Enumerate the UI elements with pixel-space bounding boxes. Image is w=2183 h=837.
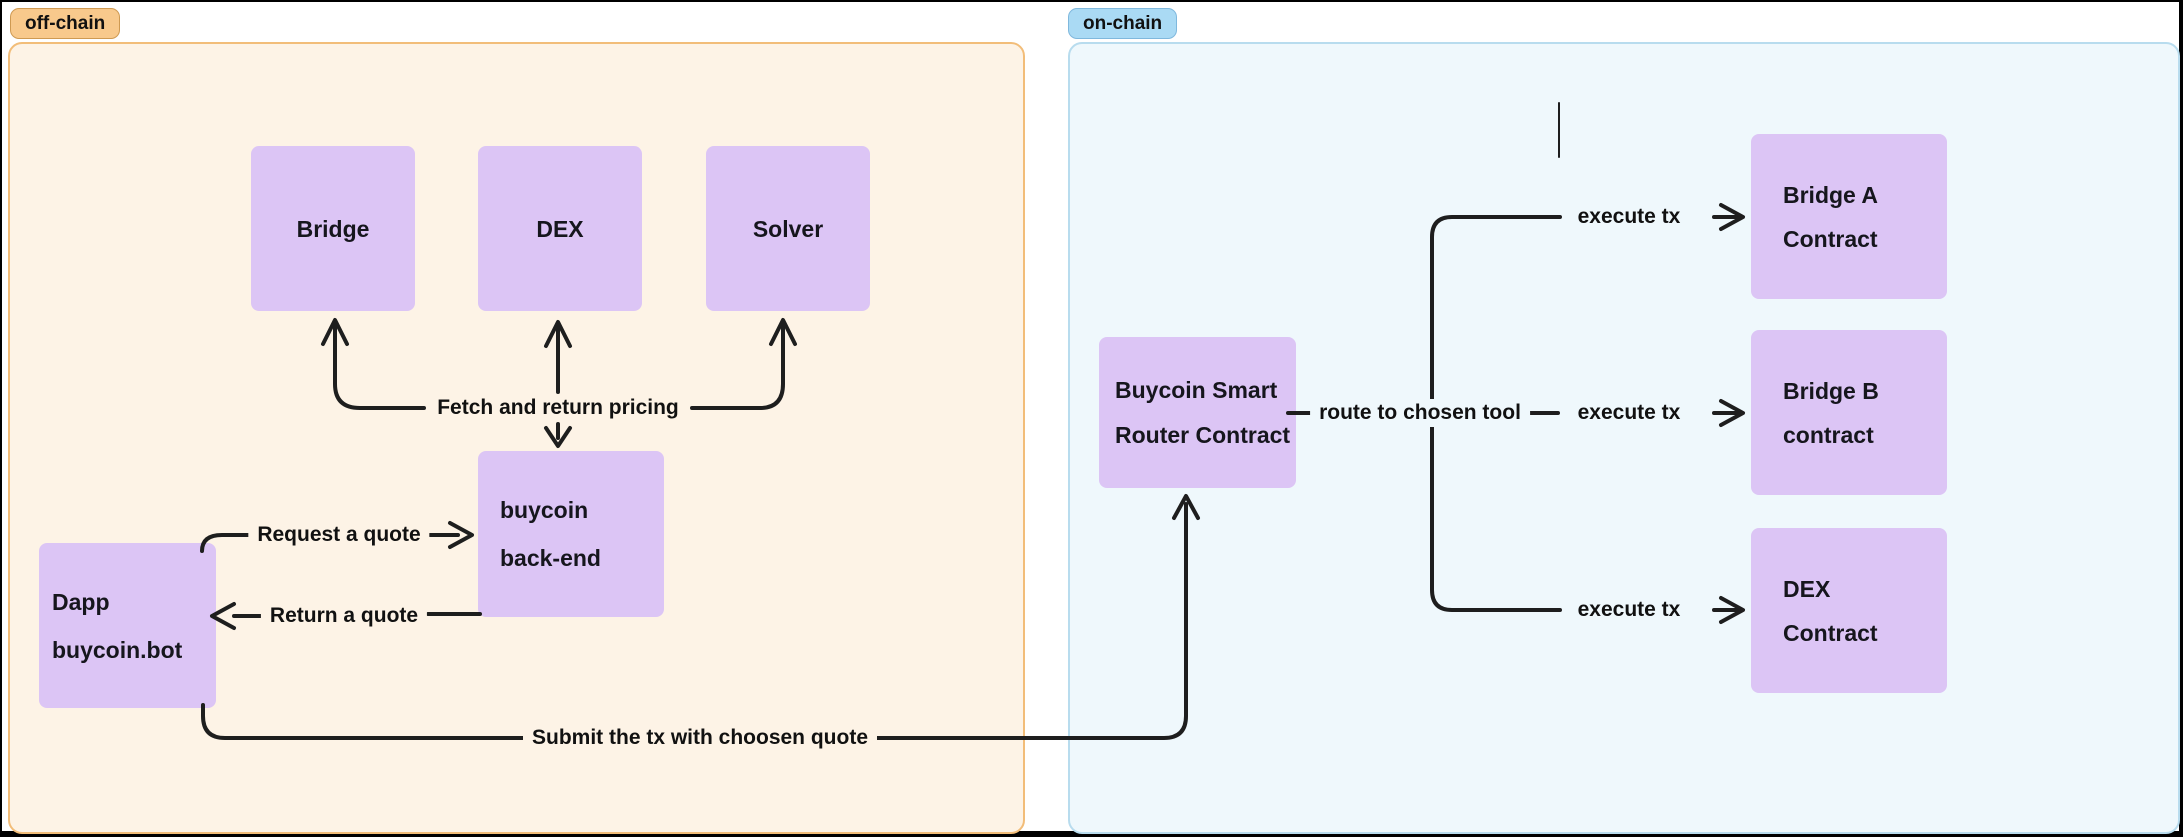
node-bridge-a-line2: Contract [1783,225,1878,252]
node-buycoin-backend[interactable]: buycoin back-end [478,451,664,617]
node-dex-label: DEX [536,215,584,242]
node-bridge-b-line2: contract [1783,421,1874,448]
node-solver[interactable]: Solver [706,146,870,311]
label-request-a-quote[interactable]: Request a quote [248,521,430,549]
node-dex-contract-line1: DEX [1783,575,1831,602]
label-fetch-and-return-pricing[interactable]: Fetch and return pricing [428,394,688,422]
label-return-a-quote[interactable]: Return a quote [260,602,428,630]
node-router-line2: Router Contract [1115,421,1291,448]
label-execute-tx-bottom[interactable]: execute tx [1568,596,1690,624]
offchain-tag[interactable]: off-chain [10,8,121,39]
node-buycoin-backend-line2: back-end [500,545,601,571]
node-solver-label: Solver [752,215,824,242]
node-dex[interactable]: DEX [478,146,642,311]
label-route-to-chosen-tool[interactable]: route to chosen tool [1310,399,1530,427]
onchain-tag[interactable]: on-chain [1068,8,1178,39]
node-bridge-label: Bridge [296,215,370,242]
node-smart-router-contract[interactable]: Buycoin Smart Router Contract [1099,337,1296,488]
node-bridge-b-contract[interactable]: Bridge B contract [1751,330,1947,495]
node-router-line1: Buycoin Smart [1115,376,1278,403]
node-bridge-b-line1: Bridge B [1783,377,1879,404]
label-submit-tx[interactable]: Submit the tx with choosen quote [523,724,877,752]
node-buycoin-backend-line1: buycoin [500,497,589,523]
node-dapp-line1: Dapp [52,588,110,615]
node-bridge[interactable]: Bridge [251,146,415,311]
node-dex-contract[interactable]: DEX Contract [1751,528,1947,693]
node-bridge-a-contract[interactable]: Bridge A Contract [1751,134,1947,299]
label-execute-tx-top[interactable]: execute tx [1568,203,1690,231]
node-dapp-line2: buycoin.bot [52,636,183,663]
label-execute-tx-mid[interactable]: execute tx [1568,399,1690,427]
node-dapp-buycoin-bot[interactable]: Dapp buycoin.bot [39,543,216,708]
node-dex-contract-line2: Contract [1783,619,1878,646]
node-bridge-a-line1: Bridge A [1783,181,1878,208]
